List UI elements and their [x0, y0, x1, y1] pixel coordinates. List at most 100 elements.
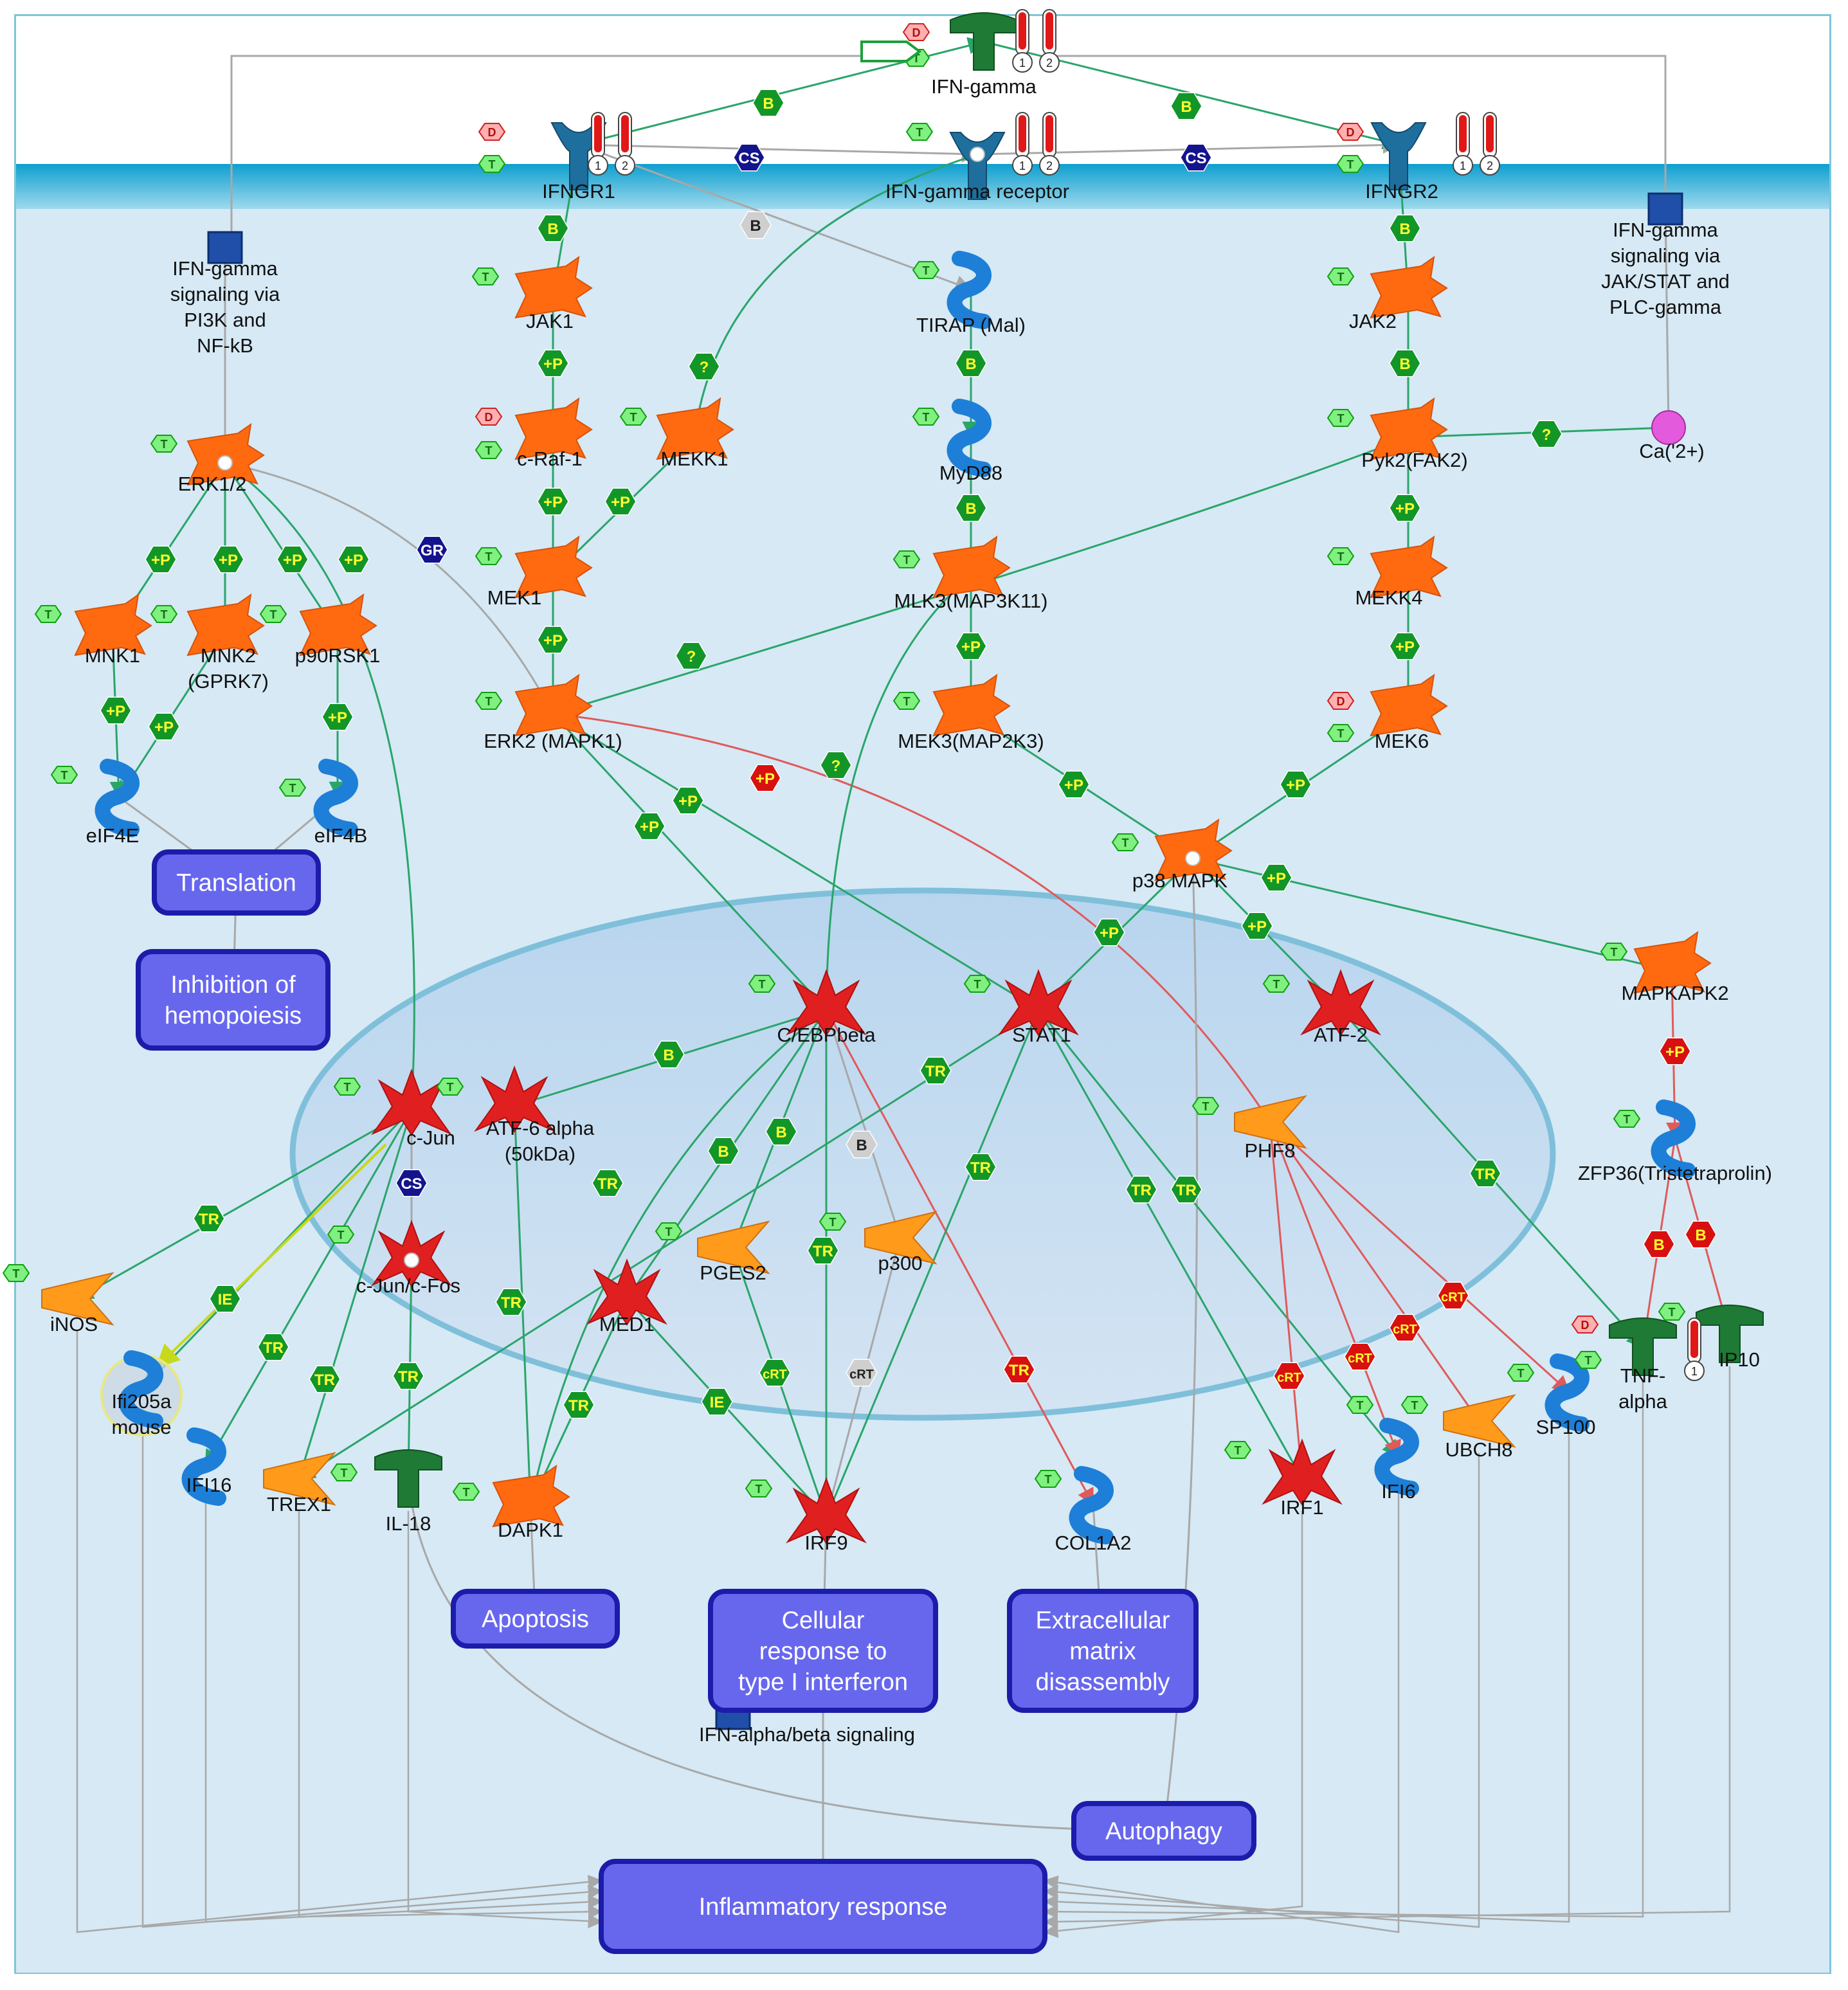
pyk2-node[interactable]	[1370, 397, 1448, 460]
interaction-marker: IE	[209, 1285, 241, 1313]
interaction-marker: ?	[820, 751, 852, 779]
inflammatory-process[interactable]: Inflammatory response	[599, 1859, 1047, 1954]
p300-node[interactable]	[864, 1211, 938, 1265]
ifn-gamma-receptor-node[interactable]	[949, 132, 1006, 200]
ifn-gamma-jak-node[interactable]	[1647, 192, 1683, 226]
svg-text:2: 2	[1046, 57, 1053, 69]
svg-text:T: T	[13, 1267, 20, 1280]
process-box	[152, 849, 321, 916]
trex1-node[interactable]	[263, 1452, 336, 1506]
enzyme-glyph	[41, 1272, 114, 1326]
tirap-node[interactable]	[947, 251, 992, 329]
mek6-node[interactable]	[1370, 673, 1448, 737]
svg-text:?: ?	[687, 648, 696, 665]
ca2-node[interactable]	[1651, 410, 1686, 445]
svg-text:TR: TR	[1176, 1182, 1197, 1199]
phf8-node[interactable]	[1234, 1095, 1307, 1149]
interaction-marker: B	[1643, 1230, 1675, 1258]
ip10-node[interactable]	[1696, 1305, 1764, 1363]
svg-text:D: D	[1337, 695, 1345, 708]
svg-text:TR: TR	[263, 1339, 284, 1357]
mapkapk2-node[interactable]	[1633, 930, 1712, 994]
tnf-alpha-node[interactable]	[1609, 1317, 1677, 1376]
atf6-node[interactable]	[474, 1065, 555, 1133]
ifn-gamma-pi3k-node[interactable]	[207, 231, 243, 264]
translation-process[interactable]: Translation	[152, 849, 321, 916]
mnk2-label: MNK2	[201, 644, 256, 667]
stat1-node[interactable]	[998, 969, 1079, 1036]
protein-glyph	[118, 1350, 163, 1429]
jak2-node[interactable]	[1370, 255, 1448, 319]
irf9-node[interactable]	[786, 1477, 867, 1544]
interaction-marker: TR	[592, 1169, 624, 1197]
dapk1-node[interactable]	[492, 1464, 570, 1528]
eif4b-node[interactable]	[313, 759, 358, 837]
mek3-node[interactable]	[932, 673, 1011, 737]
svg-text:B: B	[856, 1137, 867, 1154]
interaction-marker: cRT	[1273, 1362, 1305, 1390]
mekk4-node[interactable]	[1370, 535, 1448, 599]
erk2-node[interactable]	[514, 673, 593, 737]
dapk1-label: DAPK1	[498, 1519, 563, 1541]
ifi6-label: IFI6	[1381, 1480, 1415, 1503]
svg-text:T: T	[1202, 1100, 1209, 1113]
interaction-marker: B	[955, 349, 987, 377]
mlk3-label: MLK3(MAP3K11)	[894, 590, 1048, 612]
ifi205-node[interactable]	[100, 1350, 183, 1436]
med1-node[interactable]	[586, 1258, 667, 1326]
kinase-glyph	[656, 397, 734, 460]
ifi6-node[interactable]	[1374, 1418, 1419, 1496]
mek1-label: MEK1	[487, 586, 541, 609]
kinase-glyph	[74, 593, 152, 656]
mnk2-node[interactable]	[186, 593, 265, 656]
mekk1-node[interactable]	[656, 397, 734, 460]
erk12-node[interactable]	[186, 422, 265, 486]
il18-node[interactable]	[374, 1449, 442, 1508]
cebpbeta-node[interactable]	[786, 969, 867, 1036]
svg-text:?: ?	[700, 359, 709, 376]
edge-stat1-irf1	[1037, 1009, 1303, 1481]
mlk3-node[interactable]	[932, 535, 1011, 599]
atf2-node[interactable]	[1300, 969, 1381, 1036]
svg-text:+P: +P	[106, 703, 125, 720]
cebpbeta-label: C/EBPbeta	[777, 1024, 876, 1046]
zfp36-node[interactable]	[1651, 1099, 1696, 1178]
jak1-node[interactable]	[514, 255, 593, 319]
interaction-marker: +P	[1280, 770, 1312, 799]
sp100-node[interactable]	[1545, 1353, 1590, 1432]
ifn-gamma-node[interactable]	[950, 12, 1018, 71]
svg-text:T: T	[1517, 1367, 1525, 1380]
pges2-node[interactable]	[697, 1220, 770, 1274]
svg-text:T: T	[1235, 1444, 1242, 1457]
p90rsk1-node[interactable]	[299, 593, 377, 656]
apoptosis-process[interactable]: Apoptosis	[451, 1589, 620, 1649]
p38-node[interactable]	[1154, 818, 1233, 882]
eif4e-node[interactable]	[95, 759, 140, 837]
mek1-node[interactable]	[514, 535, 593, 599]
pyk2-label: Pyk2(FAK2)	[1361, 449, 1467, 471]
cjun-cfos-node[interactable]	[371, 1220, 452, 1287]
interaction-marker: CS	[733, 143, 765, 172]
ifngr2-label: IFNGR2	[1365, 180, 1438, 203]
ifi16-node[interactable]	[181, 1427, 226, 1506]
col1a2-node[interactable]	[1069, 1466, 1114, 1544]
edge-cjun-trex1	[295, 1108, 413, 1481]
mnk1-node[interactable]	[74, 593, 152, 656]
ifngr2-node[interactable]	[1370, 122, 1427, 190]
inos-node[interactable]	[41, 1272, 114, 1326]
c-raf1-node[interactable]	[514, 397, 593, 460]
transcript-tag: T	[34, 605, 62, 623]
interaction-marker: TR	[1170, 1175, 1202, 1204]
transcript-tag: T	[655, 1222, 683, 1240]
myd88-node[interactable]	[947, 399, 992, 477]
interaction-marker: +P	[212, 545, 244, 574]
pathway-link-glyph	[1647, 192, 1683, 226]
irf1-node[interactable]	[1262, 1438, 1343, 1506]
interaction-marker: +P	[604, 487, 637, 516]
autophagy-process[interactable]: Autophagy	[1071, 1801, 1256, 1861]
ubch8-node[interactable]	[1443, 1394, 1516, 1448]
